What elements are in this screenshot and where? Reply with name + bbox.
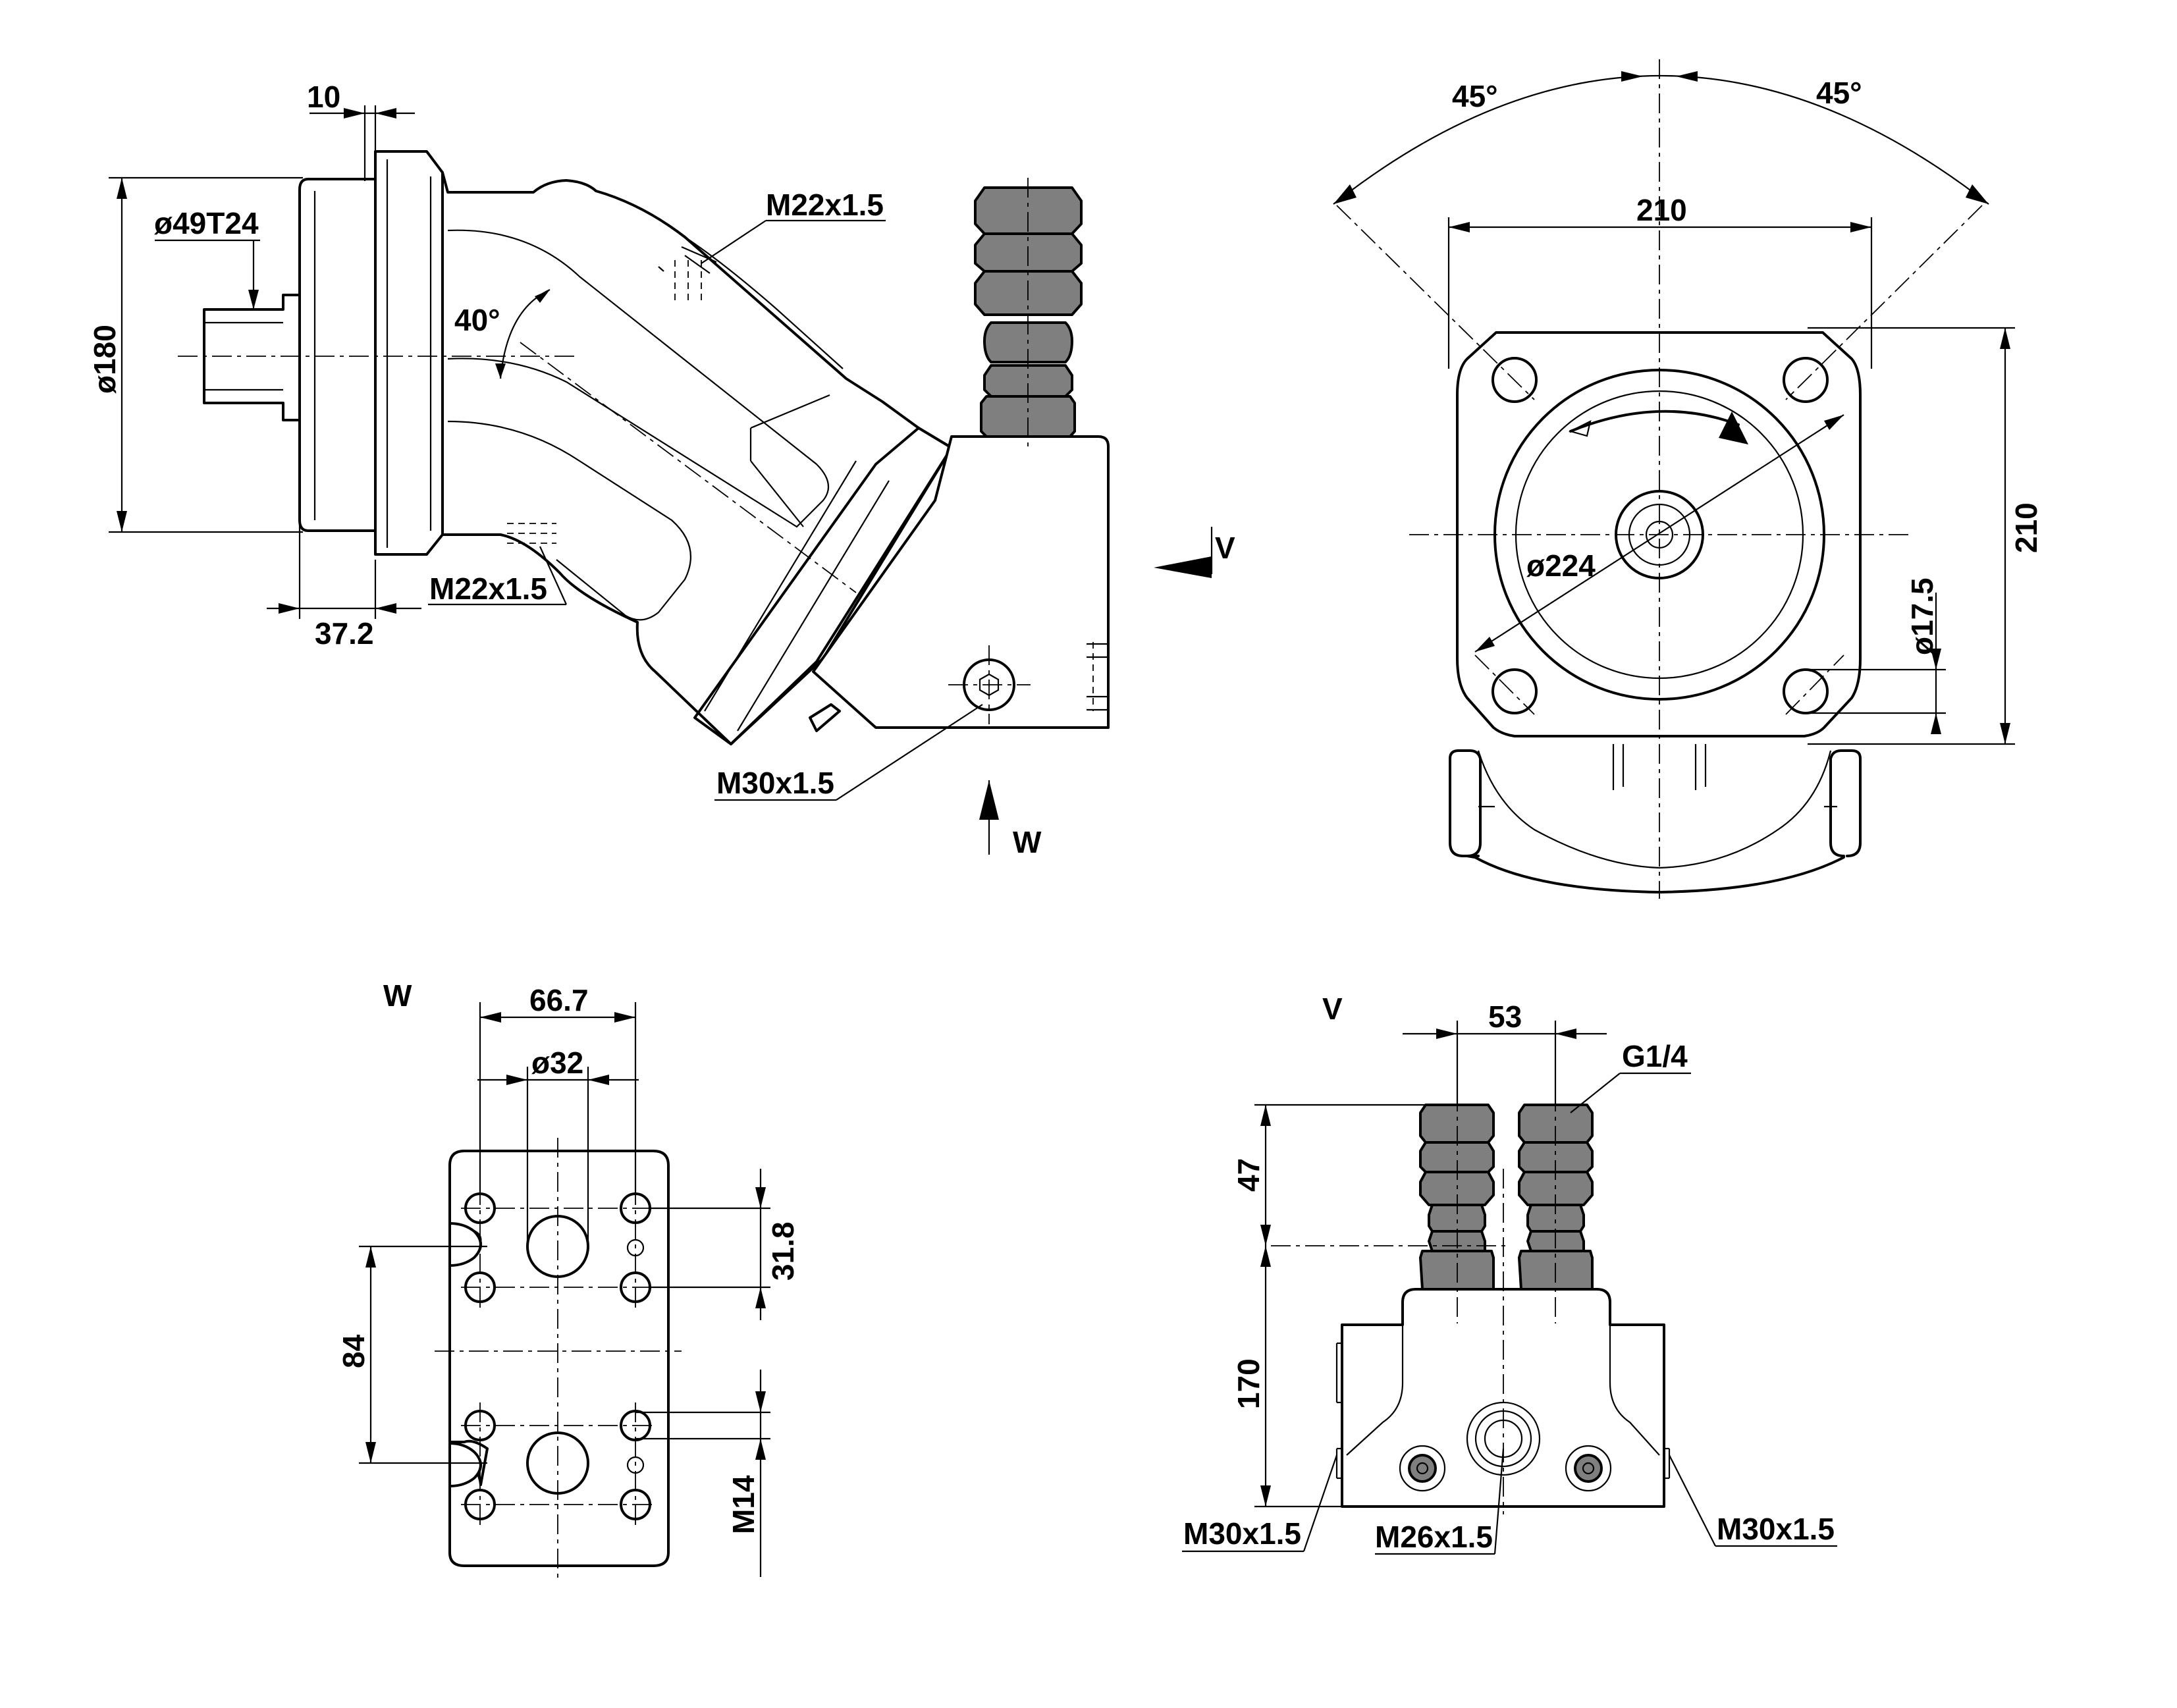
diagonal-axis-left [1336, 205, 1535, 400]
body-height-label: 170 [1231, 1358, 1266, 1409]
fitting-spacing-label: 53 [1488, 1000, 1522, 1034]
pitch-circle-label: ø224 [1526, 548, 1596, 583]
main-port-callout: M30x1.5 [714, 704, 983, 801]
valve-block [809, 435, 1110, 732]
main-port-label: M30x1.5 [716, 766, 834, 800]
bolt-hole-dimension: ø17.5 [1806, 577, 1946, 734]
view-w-title: W [383, 978, 412, 1013]
height-dimension: 210 [1808, 327, 2043, 745]
angle-dimension: 45° 45° [1333, 71, 1989, 205]
width-label: 210 [1636, 193, 1687, 227]
top-port-label: M22x1.5 [766, 188, 884, 222]
port-diameter-dimension: ø32 [477, 1046, 639, 1246]
lower-diagonal-right [1785, 654, 1844, 715]
thread-label: M14 [726, 1475, 761, 1534]
port-spacing-dimension: 66.7 [479, 983, 637, 1193]
port-distance-label: 84 [336, 1334, 371, 1368]
port-distance-dimension: 84 [336, 1245, 487, 1464]
port-spacing-label: 66.7 [529, 983, 589, 1017]
fitting-height-dimension: 47 [1231, 1104, 1426, 1246]
angle-left-label: 45° [1452, 79, 1498, 113]
height-label: 210 [2009, 502, 2043, 553]
bent-angle-label: 40° [454, 303, 500, 337]
view-w: W [336, 978, 800, 1579]
view-arrow-v: V [1154, 527, 1235, 578]
rotation-arrow [1568, 410, 1748, 444]
port-center-label: M26x1.5 [1375, 1520, 1493, 1554]
shaft-length-dimension: 37.2 [267, 428, 421, 651]
upper-notch [448, 1222, 482, 1267]
flange-diameter-dimension: ø180 [88, 176, 303, 533]
port-center-callout: M26x1.5 [1375, 1448, 1505, 1555]
body-height-dimension: 170 [1231, 1246, 1347, 1508]
hole-pitch-label: 31.8 [766, 1221, 800, 1281]
shaft-length-label: 37.2 [315, 616, 374, 651]
valve-body [1341, 1288, 1665, 1508]
angle-right-label: 45° [1816, 76, 1862, 110]
pitch-circle-dimension: ø224 [1474, 414, 1844, 653]
width-dimension: 210 [1447, 193, 1873, 369]
gauge-fitting [974, 178, 1083, 448]
housing-axis [520, 342, 857, 593]
flange-thickness-label: 10 [307, 80, 340, 114]
lower-notch [448, 1442, 482, 1487]
body-ports [1399, 1401, 1612, 1492]
thread-dimension: M14 [635, 1370, 770, 1577]
flange-thickness-dimension: 10 [307, 80, 415, 181]
port-left-label: M30x1.5 [1183, 1516, 1301, 1551]
hole-pitch-dimension: 31.8 [649, 1169, 800, 1320]
drive-shaft [203, 294, 301, 421]
view-v-title: V [1322, 992, 1343, 1026]
fitting-spacing-dimension: 53 [1403, 1000, 1607, 1105]
gauge-port-callout: G1/4 [1570, 1039, 1691, 1113]
gauge-port-label: G1/4 [1622, 1039, 1688, 1073]
shaft-spline-dimension: ø49T24 [154, 206, 260, 309]
bent-angle-dimension: 40° [454, 289, 551, 379]
view-marker-w: W [1013, 825, 1042, 859]
top-port-callout: M22x1.5 [701, 188, 886, 264]
mounting-flange [298, 150, 444, 556]
fitting-height-label: 47 [1231, 1158, 1266, 1192]
bolt-hole-label: ø17.5 [1905, 577, 1939, 655]
port-diameter-label: ø32 [531, 1046, 583, 1080]
leak-ports [507, 246, 717, 544]
valve-housing-lower [1449, 744, 1862, 894]
port-left-callout: M30x1.5 [1182, 1454, 1338, 1553]
side-view: 40° 10 ø49T24 ø180 [88, 80, 1235, 859]
bottom-port-label: M22x1.5 [429, 572, 547, 606]
main-port [948, 645, 1031, 724]
bottom-port-callout: M22x1.5 [428, 546, 568, 606]
shaft-spline-label: ø49T24 [154, 206, 259, 240]
lower-diagonal-left [1474, 654, 1535, 715]
diagonal-axis-right [1785, 205, 1983, 400]
view-v: V [1182, 992, 1837, 1555]
view-marker-v: V [1215, 531, 1235, 565]
view-arrow-w: W [979, 780, 1042, 859]
flange-diameter-label: ø180 [88, 325, 122, 394]
port-right-callout: M30x1.5 [1669, 1454, 1837, 1547]
port-right-label: M30x1.5 [1717, 1512, 1835, 1546]
front-view: 45° 45° 210 210 ø224 [1333, 59, 2043, 899]
